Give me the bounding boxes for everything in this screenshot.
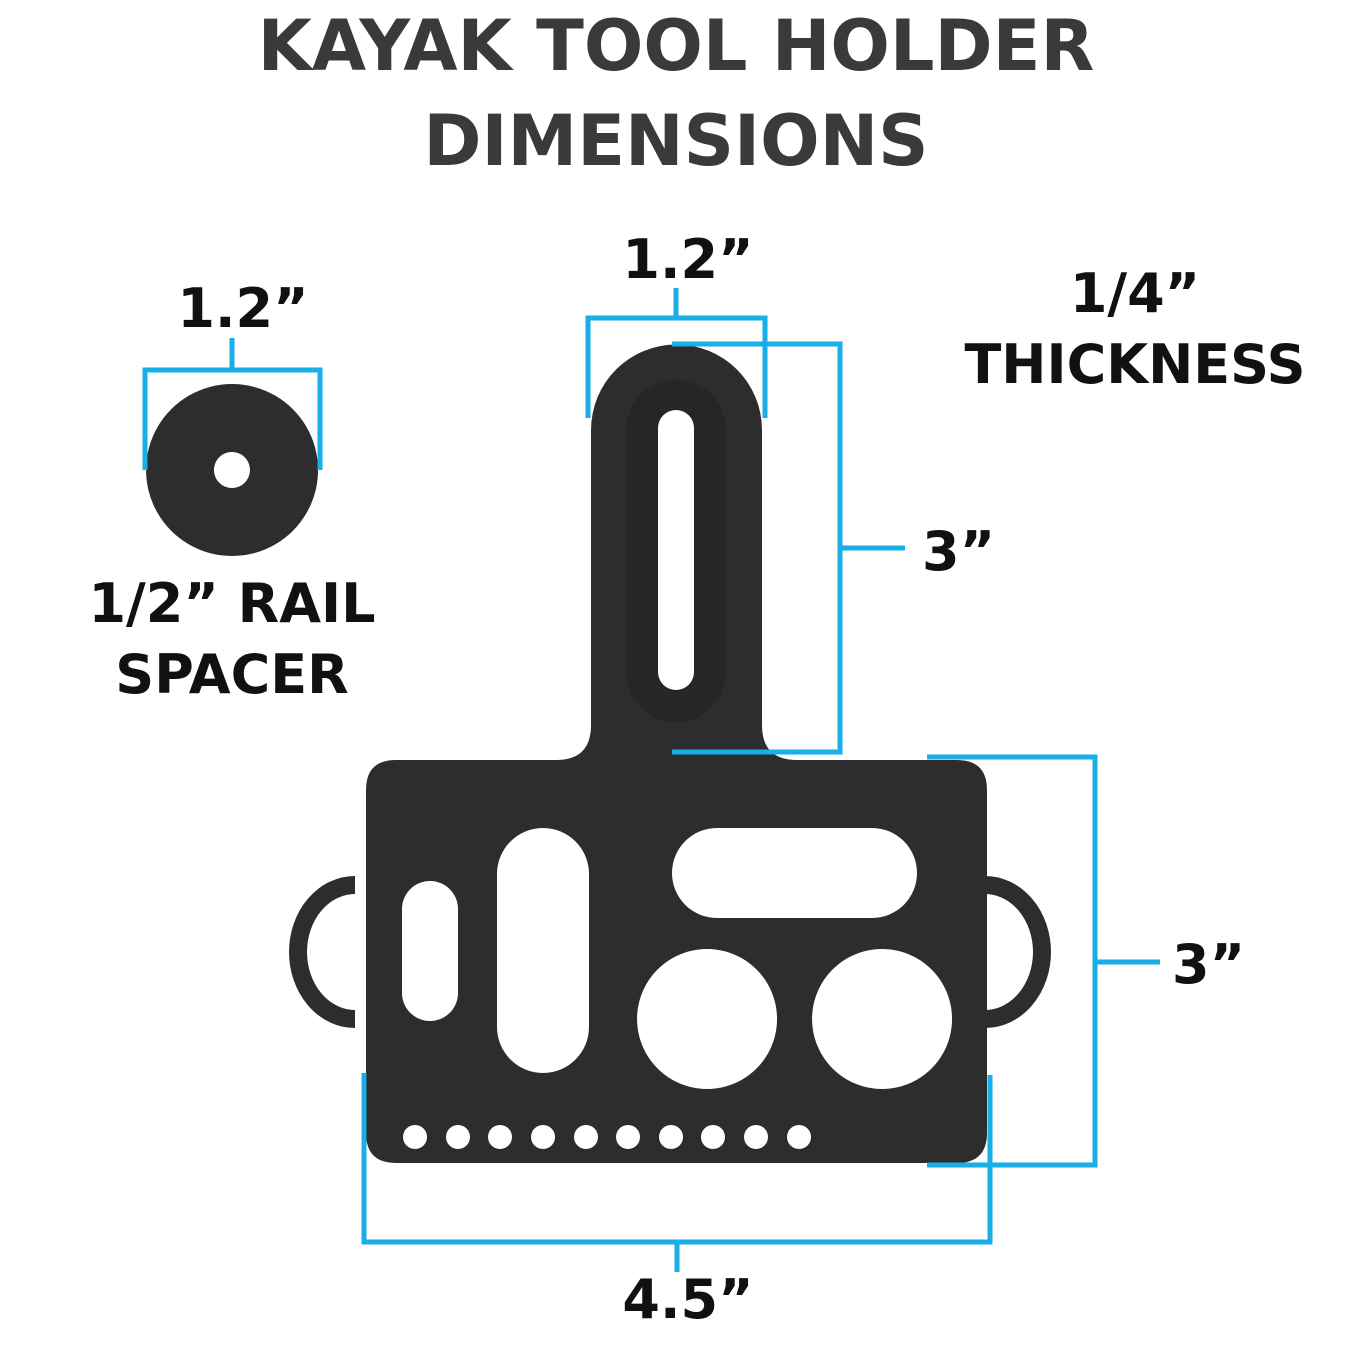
small-hole [701,1125,725,1149]
rail-spacer: 1.2” 1/2” RAIL SPACER [88,277,375,706]
small-hole [531,1125,555,1149]
small-hole [787,1125,811,1149]
title-line-2: DIMENSIONS [423,100,928,182]
spacer-name-line-1: 1/2” RAIL [88,572,375,635]
tool-holder: 1.2” 3” 3” 4.5” [289,228,1245,1331]
small-hole [616,1125,640,1149]
spacer-washer [146,384,319,556]
title-line-1: KAYAK TOOL HOLDER [258,5,1095,87]
spacer-width-label: 1.2” [177,277,308,340]
spacer-width-dimension [142,338,323,470]
thickness-value: 1/4” [1070,262,1200,325]
small-hole [446,1125,470,1149]
body-height-label: 3” [1172,933,1245,996]
tab-slot [658,410,694,690]
body-width-dimension [361,1073,993,1272]
spacer-name-line-2: SPACER [115,643,348,706]
small-hole [659,1125,683,1149]
small-hole [488,1125,512,1149]
tab-height-label: 3” [922,520,995,583]
right-loop [984,876,1051,1028]
body-width-label: 4.5” [622,1268,753,1331]
thickness-label: THICKNESS [964,333,1305,396]
small-hole [744,1125,768,1149]
tab-width-dimension [585,288,768,418]
tab-width-label: 1.2” [622,228,753,291]
small-hole [403,1125,427,1149]
left-loop [289,876,356,1028]
hole-row [403,1125,811,1149]
small-hole [574,1125,598,1149]
body-height-dimension [927,754,1160,1168]
tab-height-dimension [672,341,905,755]
